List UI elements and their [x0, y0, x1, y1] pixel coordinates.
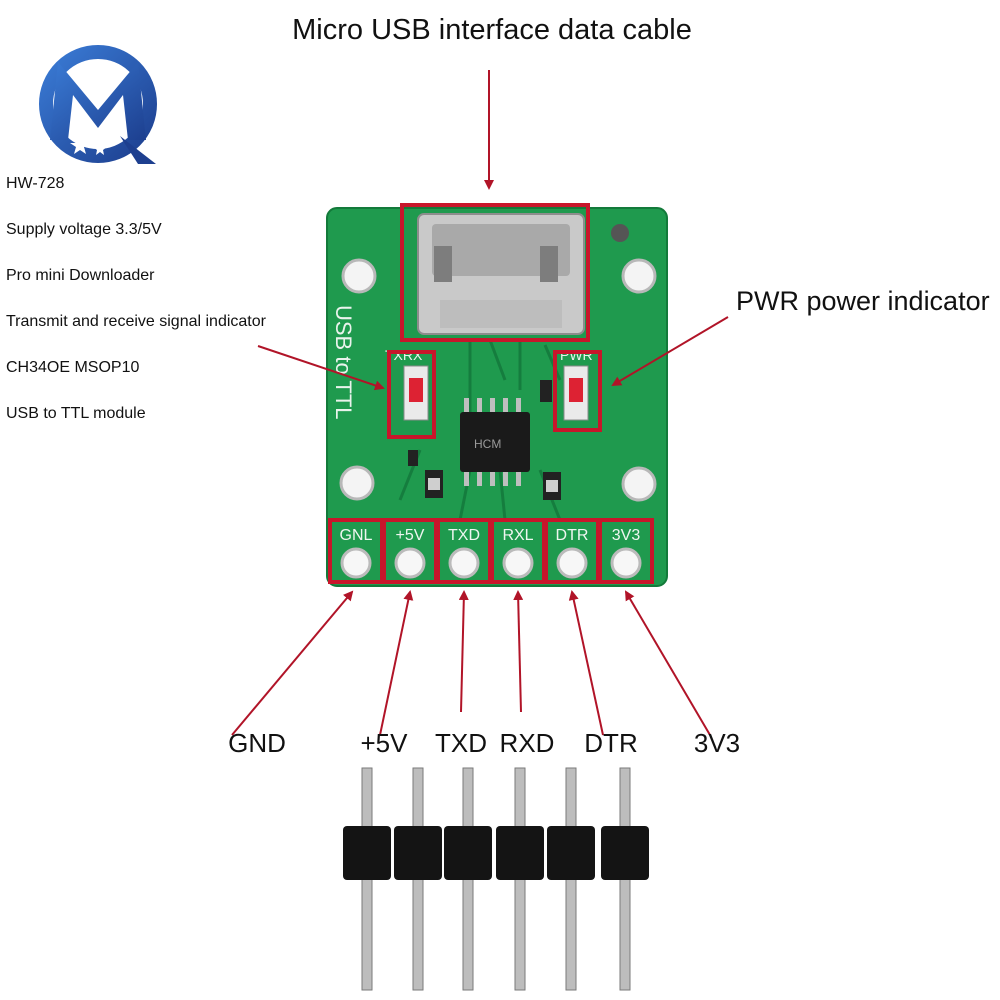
board-pin-label: DTR [556, 527, 589, 544]
board-led-right-label: PWR [560, 347, 593, 363]
header-housing [444, 826, 492, 880]
pwr-indicator-arrow [611, 316, 729, 387]
pin-pad [448, 547, 480, 579]
pin-arrow [624, 590, 711, 736]
pwr-led-highlight-box [553, 350, 602, 432]
spec-voltage: Supply voltage 3.3/5V [6, 221, 162, 238]
pin-arrow [568, 590, 604, 736]
page-title: Micro USB interface data cable [292, 14, 692, 46]
board-pin-label: TXD [448, 527, 480, 544]
signal-indicator-arrow [257, 345, 385, 391]
pin-arrow [379, 590, 414, 736]
spec-chip: CH34OE MSOP10 [6, 359, 140, 376]
board-pin-label: +5V [396, 527, 425, 544]
pin-label-gnd: GND [228, 728, 286, 758]
pin-arrow [458, 590, 469, 713]
header-housing [343, 826, 391, 880]
pin-label-rxd: RXD [499, 728, 555, 758]
pin-label-txd: TXD [435, 728, 487, 758]
mounting-hole [621, 258, 657, 294]
board-side-label: USB to TTL [331, 305, 356, 420]
pin-pad [340, 547, 372, 579]
mounting-hole [341, 258, 377, 294]
pin-pad [394, 547, 426, 579]
spec-signal-indicator: Transmit and receive signal indicator [6, 313, 266, 330]
pin-pad [610, 547, 642, 579]
pin-pad-highlight [598, 518, 654, 584]
board-pin-label: RXL [502, 527, 533, 544]
header-housing [547, 826, 595, 880]
txrx-led-highlight-box [387, 350, 436, 439]
pin-label-5v: +5V [360, 728, 408, 758]
pin-pad [502, 547, 534, 579]
pin-arrow [513, 590, 524, 713]
mq-logo-icon [39, 45, 157, 164]
mounting-hole [621, 466, 657, 502]
spec-module: USB to TTL module [6, 405, 146, 422]
header-housing [601, 826, 649, 880]
spec-downloader: Pro mini Downloader [6, 267, 155, 284]
spec-list: HW-728 Supply voltage 3.3/5V Pro mini Do… [6, 174, 266, 450]
usb-highlight-box [400, 203, 590, 342]
ch340-chip [460, 412, 530, 472]
header-housing [496, 826, 544, 880]
power-indicator-label: PWR power indicator [736, 286, 990, 316]
pin-pad [556, 547, 588, 579]
pin-label-3v3: 3V3 [693, 728, 741, 758]
board-pin-label: GNL [340, 527, 373, 544]
mounting-hole [339, 465, 375, 501]
spec-model: HW-728 [6, 175, 65, 192]
board-pin-label: 3V3 [612, 527, 641, 544]
chip-marking: HCM [474, 437, 501, 451]
pin-label-dtr: DTR [584, 728, 638, 758]
header-housing [394, 826, 442, 880]
pin-arrow [231, 590, 354, 736]
